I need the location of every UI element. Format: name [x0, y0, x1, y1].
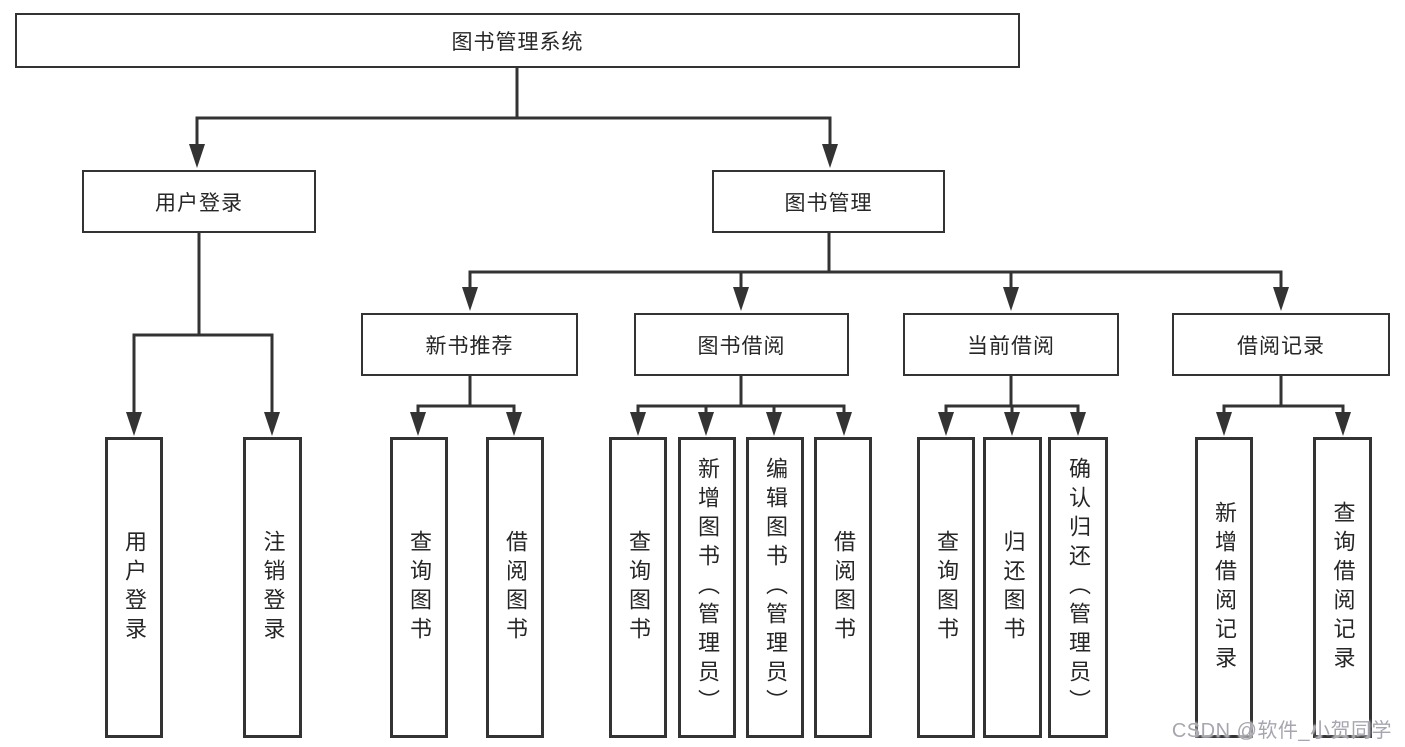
arrow-down-icon — [264, 412, 280, 436]
node-query-books-current: 查询图书 — [917, 437, 975, 738]
node-borrowing-records: 借阅记录 — [1172, 313, 1390, 376]
arrow-down-icon — [1335, 412, 1351, 436]
arrow-down-icon — [1070, 412, 1086, 436]
node-logout-leaf: 注销登录 — [243, 437, 302, 738]
node-borrow-books-leaf: 借阅图书 — [814, 437, 872, 738]
arrow-down-icon — [938, 412, 954, 436]
connector-book-management-children — [462, 231, 1289, 311]
node-user-login-leaf: 用户登录 — [105, 437, 163, 738]
node-book-borrowing: 图书借阅 — [634, 313, 849, 376]
node-query-borrow-record: 查询借阅记录 — [1313, 437, 1372, 738]
node-confirm-return-admin: 确认归还（管理员） — [1048, 437, 1108, 738]
arrow-down-icon — [1004, 412, 1020, 436]
connector-current-borrowing-children — [938, 374, 1086, 436]
node-current-borrowing: 当前借阅 — [903, 313, 1119, 376]
arrow-down-icon — [836, 412, 852, 436]
arrow-down-icon — [1216, 412, 1232, 436]
arrow-down-icon — [766, 412, 782, 436]
connector-borrow-records-children — [1216, 374, 1351, 436]
arrow-down-icon — [698, 412, 714, 436]
connector-root-to-level1 — [189, 66, 838, 168]
connector-new-book-children — [410, 374, 522, 436]
node-edit-books-admin: 编辑图书（管理员） — [746, 437, 804, 738]
arrow-down-icon — [630, 412, 646, 436]
node-add-books-admin: 新增图书（管理员） — [678, 437, 736, 738]
node-book-management-module: 图书管理 — [712, 170, 945, 233]
node-query-books-recommend: 查询图书 — [390, 437, 448, 738]
arrow-down-icon — [822, 144, 838, 168]
watermark: CSDN @软件_小贺同学 — [1171, 720, 1392, 742]
arrow-down-icon — [506, 412, 522, 436]
node-user-login-module: 用户登录 — [82, 170, 316, 233]
node-library-management-system: 图书管理系统 — [15, 13, 1020, 68]
arrow-down-icon — [126, 412, 142, 436]
node-add-borrow-record: 新增借阅记录 — [1195, 437, 1253, 738]
node-query-books-borrowing: 查询图书 — [609, 437, 667, 738]
arrow-down-icon — [1273, 287, 1289, 311]
node-new-book-recommend: 新书推荐 — [361, 313, 578, 376]
arrow-down-icon — [410, 412, 426, 436]
arrow-down-icon — [189, 144, 205, 168]
arrow-down-icon — [733, 287, 749, 311]
arrow-down-icon — [462, 287, 478, 311]
node-return-books: 归还图书 — [983, 437, 1042, 738]
connector-book-borrowing-children — [630, 374, 852, 436]
connector-user-login-children — [126, 231, 280, 436]
arrow-down-icon — [1003, 287, 1019, 311]
node-borrow-books-recommend: 借阅图书 — [486, 437, 544, 738]
